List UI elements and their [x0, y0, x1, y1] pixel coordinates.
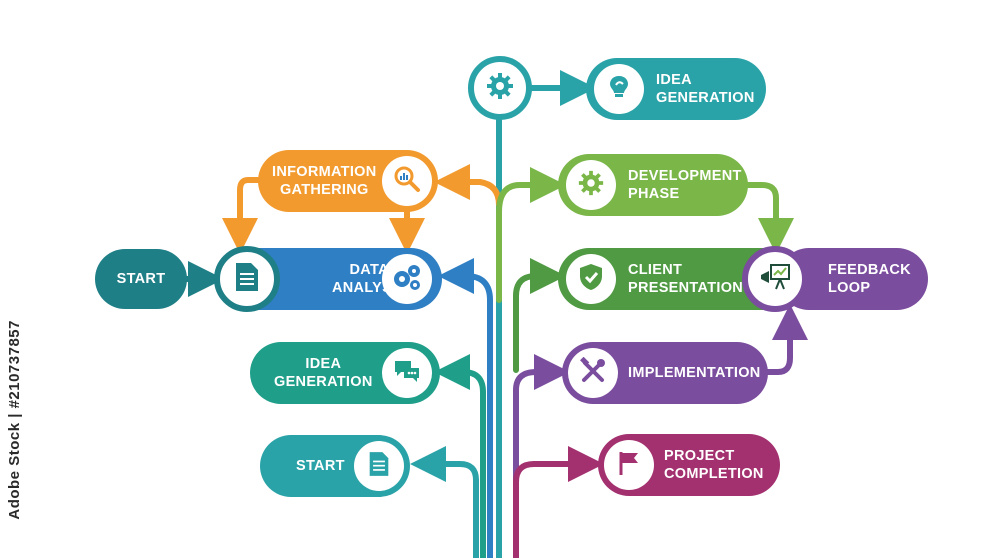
shield-check-icon	[578, 262, 604, 297]
hub-node	[468, 56, 532, 120]
node-label: START	[116, 271, 166, 287]
node-icon-circle	[742, 246, 808, 312]
node-label: CLIENT PRESENTATION	[628, 262, 744, 296]
node-icon-circle	[566, 254, 616, 304]
node-icon-circle	[568, 348, 618, 398]
node-icon-circle	[382, 348, 432, 398]
node-feedback-loop: FEEDBACK LOOP	[778, 248, 928, 310]
connector-idea-low	[434, 354, 486, 558]
document-icon	[368, 450, 390, 483]
gear-icon	[577, 169, 605, 202]
node-label: FEEDBACK LOOP	[828, 262, 911, 296]
connector-info-left	[222, 177, 265, 254]
lightbulb-icon	[605, 73, 633, 106]
node-label: IDEA GENERATION	[274, 356, 373, 390]
document-icon	[234, 261, 260, 298]
node-icon-circle	[594, 64, 644, 114]
flag-icon	[616, 449, 642, 482]
connector-data	[438, 258, 493, 558]
chat-bubbles-icon	[392, 357, 422, 390]
node-icon-circle	[354, 441, 404, 491]
node-icon-circle	[382, 254, 432, 304]
node-label: START	[296, 458, 345, 474]
presentation-megaphone-icon	[758, 262, 792, 297]
node-icon-circle	[382, 156, 432, 206]
connector-info	[434, 164, 502, 208]
watermark-text: Adobe Stock | #210737857	[6, 320, 23, 520]
node-icon-circle	[604, 440, 654, 490]
connector-dev	[496, 167, 566, 303]
connector-client	[513, 258, 566, 373]
connector-project	[513, 446, 604, 558]
node-label: PROJECT COMPLETION	[664, 448, 764, 482]
node-label: DEVELOPMENT PHASE	[628, 168, 742, 202]
node-label: INFORMATION GATHERING	[272, 164, 377, 198]
gear-icon	[485, 71, 515, 106]
connector-start-low	[410, 446, 479, 558]
node-icon-circle	[214, 246, 280, 312]
connector-impl-feedback	[761, 304, 808, 375]
node-label: IMPLEMENTATION	[628, 365, 761, 381]
gears-icon	[391, 262, 423, 297]
connector-impl	[513, 354, 570, 558]
node-start-main: START	[95, 249, 187, 309]
tools-icon	[579, 356, 607, 390]
magnifier-chart-icon	[392, 164, 422, 199]
node-label: IDEA GENERATION	[656, 72, 755, 106]
connector-dev-feedback	[743, 182, 794, 254]
node-icon-circle	[566, 160, 616, 210]
